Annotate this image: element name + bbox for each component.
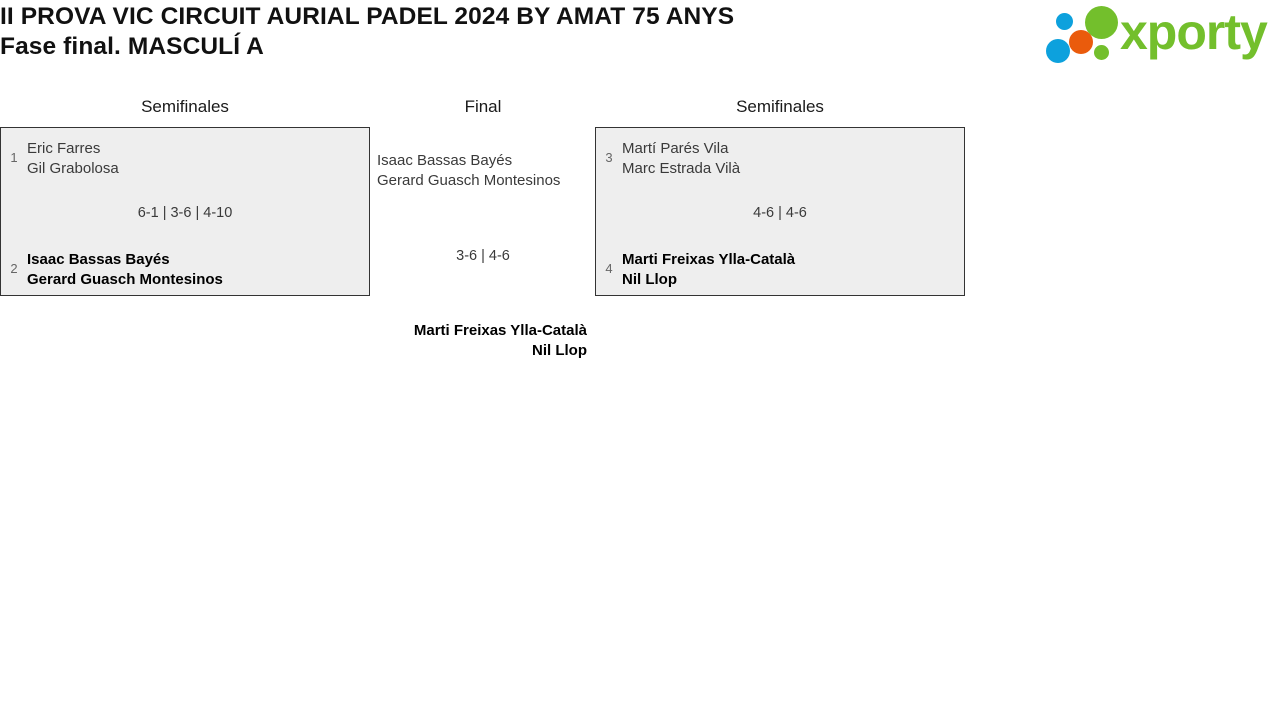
player-name: Martí Parés Vila xyxy=(622,140,729,157)
logo-dot-blue-large xyxy=(1046,39,1070,63)
round-header-semifinals-right: Semifinales xyxy=(736,97,824,116)
champion-team[interactable]: Marti Freixas Ylla-Català Nil Llop xyxy=(377,321,587,360)
match-score: 3-6 | 4-6 xyxy=(456,248,510,264)
match-team-top[interactable]: 3 Martí Parés Vila Marc Estrada Vilà xyxy=(596,139,964,178)
player-name: Nil Llop xyxy=(622,270,677,288)
logo-dot-blue-small xyxy=(1056,13,1073,30)
tournament-title-line-2: Fase final. MASCULÍ A xyxy=(0,33,264,60)
team-names: Eric Farres Gil Grabolosa xyxy=(27,139,369,178)
round-header-final: Final xyxy=(464,97,502,116)
player-name: Isaac Bassas Bayés xyxy=(377,152,513,169)
page-title: II PROVA VIC CIRCUIT AURIAL PADEL 2024 B… xyxy=(0,2,1000,62)
player-name: Eric Farres xyxy=(27,140,101,157)
player-name: Marti Freixas Ylla-Català xyxy=(622,251,796,268)
page-header: II PROVA VIC CIRCUIT AURIAL PADEL 2024 B… xyxy=(0,0,1280,86)
final-team-top[interactable]: Isaac Bassas Bayés Gerard Guasch Montesi… xyxy=(377,151,587,190)
seed-number: 4 xyxy=(605,261,613,276)
player-name: Marc Estrada Vilà xyxy=(622,159,741,177)
player-name: Isaac Bassas Bayés xyxy=(27,251,170,268)
round-header-semifinals-left: Semifinales xyxy=(141,97,229,116)
match-team-bottom[interactable]: 2 Isaac Bassas Bayés Gerard Guasch Monte… xyxy=(1,250,369,289)
match-score: 6-1 | 3-6 | 4-10 xyxy=(137,205,233,221)
seed-number: 3 xyxy=(605,150,613,165)
match-score: 4-6 | 4-6 xyxy=(753,205,807,221)
match-team-bottom[interactable]: 4 Marti Freixas Ylla-Català Nil Llop xyxy=(596,250,964,289)
team-names: Martí Parés Vila Marc Estrada Vilà xyxy=(622,139,964,178)
match-final[interactable]: 3-6 | 4-6 xyxy=(370,127,596,296)
player-name: Marti Freixas Ylla-Català xyxy=(413,322,587,339)
match-semifinal-right[interactable]: 3 Martí Parés Vila Marc Estrada Vilà 4-6… xyxy=(595,127,965,296)
tournament-title-line-1: II PROVA VIC CIRCUIT AURIAL PADEL 2024 B… xyxy=(0,3,735,30)
player-name: Nil Llop xyxy=(532,341,587,359)
xporty-logo[interactable]: xporty xyxy=(1046,4,1276,66)
seed-number: 1 xyxy=(10,150,18,165)
player-name: Gerard Guasch Montesinos xyxy=(377,171,561,189)
match-semifinal-left[interactable]: 1 Eric Farres Gil Grabolosa 6-1 | 3-6 | … xyxy=(0,127,370,296)
logo-dots-icon xyxy=(1046,4,1132,63)
player-name: Gerard Guasch Montesinos xyxy=(27,270,223,288)
logo-wordmark: xporty xyxy=(1120,4,1268,60)
logo-dot-green-large xyxy=(1085,6,1118,39)
team-names: Marti Freixas Ylla-Català Nil Llop xyxy=(622,250,964,289)
seed-number: 2 xyxy=(10,261,18,276)
match-team-top[interactable]: 1 Eric Farres Gil Grabolosa xyxy=(1,139,369,178)
logo-dot-green-small xyxy=(1094,45,1109,60)
player-name: Gil Grabolosa xyxy=(27,159,119,177)
logo-dot-orange xyxy=(1069,30,1093,54)
team-names: Isaac Bassas Bayés Gerard Guasch Montesi… xyxy=(27,250,369,289)
